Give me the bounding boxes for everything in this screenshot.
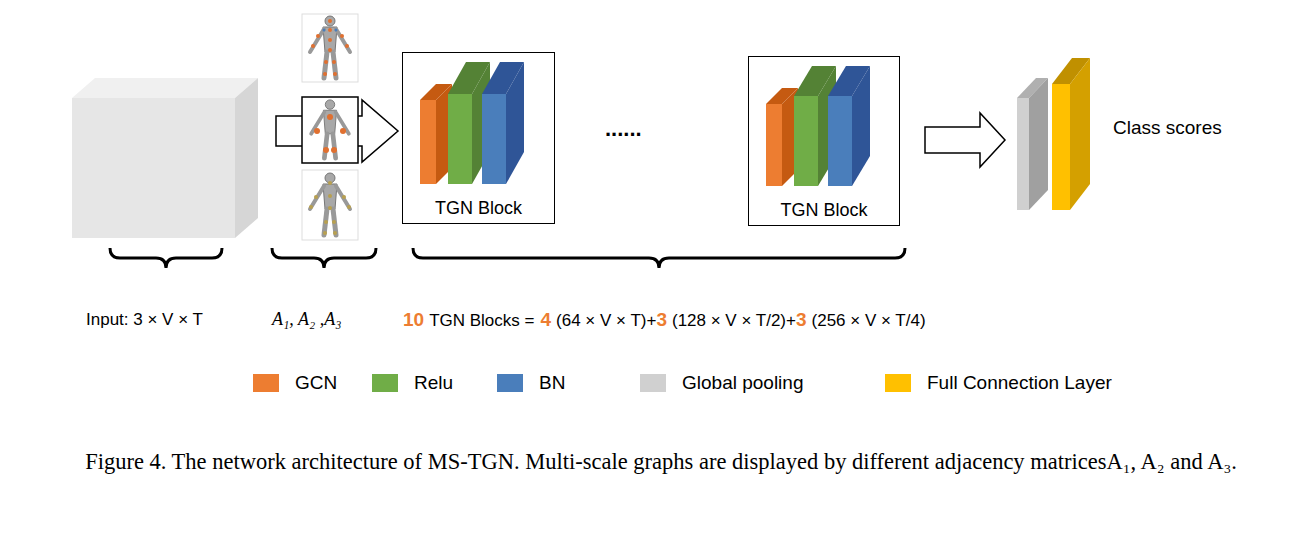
layer-stack [766, 66, 870, 186]
input-volume [72, 78, 258, 238]
legend-swatch [497, 374, 523, 392]
block-formula: 10TGN Blocks =4(64 × V × T)+3(128 × V × … [403, 309, 926, 331]
legend-text: Global pooling [682, 372, 803, 394]
block-frame: TGN Block [402, 52, 555, 224]
legend-swatch [640, 374, 666, 392]
output-label: Class scores [1113, 117, 1222, 139]
block-shape: (128 × V × T/2)+ [672, 311, 796, 331]
block-frame: TGN Block [748, 56, 900, 226]
legend-swatch [372, 374, 398, 392]
output-layers [1017, 58, 1090, 210]
legend-text: BN [539, 372, 565, 394]
block-count: 10 [403, 309, 424, 331]
ellipsis: ...... [605, 116, 642, 142]
block-count: 3 [656, 309, 667, 331]
legend-text: Relu [414, 372, 453, 394]
adjacency-matrices: A₁, A₂ ,A₃ [272, 309, 341, 330]
legend-entry: GCN [253, 372, 337, 394]
legend-swatch [885, 374, 911, 392]
legend-text: GCN [295, 372, 337, 394]
block-title: TGN Block [749, 200, 899, 221]
legend-swatch [253, 374, 279, 392]
layer-stack [420, 62, 524, 184]
legend-entry: Global pooling [640, 372, 803, 394]
legend-text: Full Connection Layer [927, 372, 1112, 394]
skeleton-figure [302, 170, 358, 240]
skeleton-figure [302, 97, 358, 163]
block-count: 3 [796, 309, 807, 331]
skeleton-figure [302, 14, 358, 82]
block-title: TGN Block [403, 198, 554, 219]
input-shape: Input: 3 × V × T [86, 310, 203, 330]
block-shape: TGN Blocks = [429, 311, 534, 331]
block-count: 4 [540, 309, 551, 331]
block-shape: (64 × V × T)+ [556, 311, 656, 331]
legend-entry: Full Connection Layer [885, 372, 1112, 394]
brace [110, 248, 905, 268]
legend-entry: BN [497, 372, 565, 394]
legend-entry: Relu [372, 372, 453, 394]
hollow-arrow [925, 113, 1005, 167]
figure-caption: Figure 4. The network architecture of MS… [36, 446, 1286, 478]
block-shape: (256 × V × T/4) [812, 311, 926, 331]
